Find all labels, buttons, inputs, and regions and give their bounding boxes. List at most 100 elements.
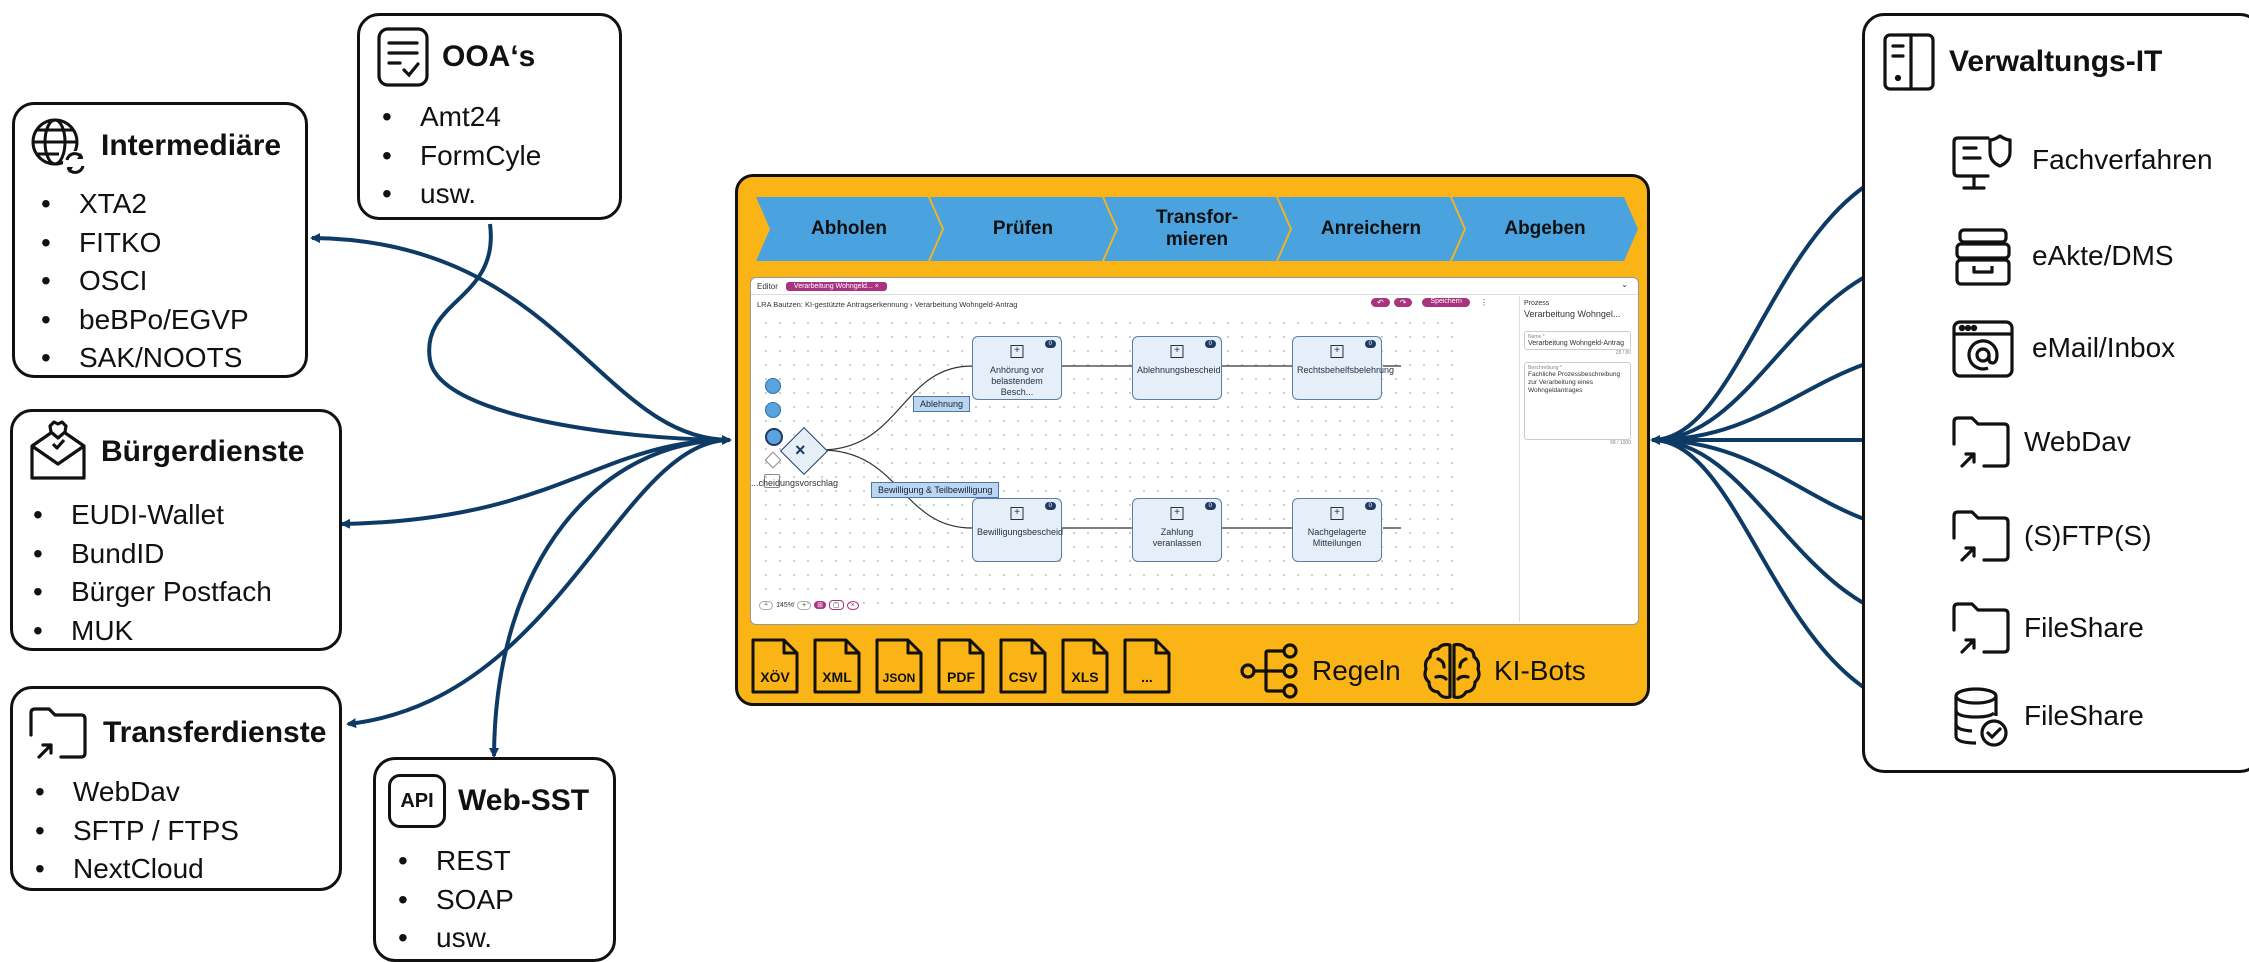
gateway-label: ...cheidungsvorschlag <box>751 478 839 488</box>
palette-end-icon[interactable] <box>765 428 783 446</box>
list-item: OSCI <box>41 262 249 301</box>
arrow-buergerdienste <box>340 438 731 529</box>
chevron-down-icon[interactable]: ⌄ <box>1621 280 1628 289</box>
node-label: Bewilligungsbescheid <box>977 527 1064 537</box>
buergerdienste-box: Bürgerdienste EUDI-Wallet BundID Bürger … <box>10 409 342 651</box>
name-field[interactable]: Name * Verarbeitung Wohngeld-Antrag <box>1524 331 1631 350</box>
brain-icon <box>1423 642 1481 700</box>
node-badge: 0 <box>1204 340 1216 348</box>
palette-gateway-icon[interactable] <box>764 451 782 469</box>
process-node[interactable]: + 0 Ablehnungsbescheid <box>1132 336 1222 400</box>
verwaltung-label-eakte: eAkte/DMS <box>2032 240 2174 271</box>
process-node[interactable]: + 0 Bewilligungsbescheid <box>972 498 1064 562</box>
name-field-label: Name * <box>1528 334 1545 340</box>
subprocess-icon: + <box>1170 345 1184 358</box>
verwaltung-box: Verwaltungs-IT <box>1862 13 2249 773</box>
node-badge: 0 <box>1364 340 1376 348</box>
description-field-label: Beschreibung * <box>1528 365 1562 371</box>
process-node[interactable]: + 0 Nachgelagerte Mitteilungen <box>1292 498 1382 562</box>
pipeline-step-transformieren: Transfor- mieren <box>1104 197 1290 261</box>
flow-rules-icon <box>1240 643 1298 699</box>
palette-intermediate-icon[interactable] <box>765 402 781 418</box>
process-node[interactable]: + 0 Rechtsbehelfsbelehrung <box>1292 336 1394 400</box>
archive-box-icon <box>1955 228 2011 286</box>
editor-tabbar: Editor Verarbeitung Wohngeld... × ⌄ <box>751 278 1638 295</box>
pipeline-step-label: Abholen <box>811 218 887 239</box>
verwaltung-title: Verwaltungs-IT <box>1949 45 2163 78</box>
websst-list: REST SOAP usw. <box>398 842 514 958</box>
zoom-in-button[interactable]: + <box>797 600 812 610</box>
ooa-title: OOA‘s <box>442 40 536 73</box>
api-icon: API <box>388 774 446 828</box>
description-field[interactable]: Beschreibung * Fachliche Prozessbeschrei… <box>1524 362 1631 440</box>
file-more-icon: ... <box>1122 637 1172 695</box>
websst-box: API Web-SST REST SOAP usw. <box>373 757 616 962</box>
file-format-label: PDF <box>947 669 975 685</box>
intermediaere-list: XTA2 FITKO OSCI beBPo/EGVP SAK/NOOTS <box>41 185 249 378</box>
intermediaere-title: Intermediäre <box>101 129 282 162</box>
zoom-out-button[interactable]: − <box>759 600 774 610</box>
file-format-label: XÖV <box>760 669 790 685</box>
list-item: NextCloud <box>35 850 239 889</box>
verwaltung-label-fileshare-1: FileShare <box>2024 612 2144 643</box>
edge-label-ablehnung[interactable]: Ablehnung <box>913 396 971 412</box>
browser-at-icon <box>1952 320 2014 378</box>
list-item: FITKO <box>41 224 249 263</box>
file-json-icon: JSON <box>874 637 924 695</box>
file-xml-icon: XML <box>812 637 862 695</box>
file-format-label: JSON <box>882 671 916 685</box>
file-shape <box>937 638 985 694</box>
verwaltung-label-sftp: (S)FTP(S) <box>2024 520 2152 551</box>
process-node[interactable]: + 0 Zahlung veranlassen <box>1132 498 1222 562</box>
verwaltung-label-fachverfahren: Fachverfahren <box>2032 144 2213 175</box>
verwaltung-item-eakte: eAkte/DMS <box>1952 226 2174 293</box>
save-button[interactable]: Speichern <box>1422 298 1470 307</box>
rules-label: Regeln <box>1312 655 1401 686</box>
transferdienste-box: Transferdienste WebDav SFTP / FTPS NextC… <box>10 686 342 891</box>
list-item: BundID <box>33 535 272 574</box>
redo-button[interactable]: ↷ <box>1393 298 1413 307</box>
panel-header: Prozess <box>1524 300 1550 307</box>
more-icon[interactable]: ⋮ <box>1479 298 1488 307</box>
list-item: SOAP <box>398 881 514 920</box>
undo-button[interactable]: ↶ <box>1371 298 1390 307</box>
file-format-label: XML <box>822 669 852 685</box>
verwaltung-item-fachverfahren: Fachverfahren <box>1950 132 2213 199</box>
list-item: REST <box>398 842 514 881</box>
palette-subprocess-icon[interactable] <box>764 474 780 488</box>
node-palette <box>761 378 785 498</box>
folder-arrow-icon <box>1952 510 2010 562</box>
node-badge: 0 <box>1204 502 1216 510</box>
verwaltung-item-fileshare-2: FileShare <box>1950 686 2144 753</box>
buergerdienste-title: Bürgerdienste <box>101 435 305 468</box>
breadcrumb: LRA Bautzen: KI-gestützte Antragserkennu… <box>757 300 1018 309</box>
intermediaere-box: Intermediäre XTA2 FITKO OSCI beBPo/EGVP … <box>12 102 308 378</box>
fit-view-button[interactable]: ⊞ <box>814 601 826 609</box>
envelope-badge-icon <box>30 420 86 480</box>
list-item: beBPo/EGVP <box>41 301 249 340</box>
file-format-label: XLS <box>1071 669 1099 685</box>
pipeline-step-anreichern: Anreichern <box>1278 197 1464 261</box>
subprocess-icon: + <box>1170 507 1184 520</box>
verwaltung-label-fileshare-2: FileShare <box>2024 700 2144 731</box>
tab-verarbeitung[interactable]: Verarbeitung Wohngeld... × <box>785 281 887 291</box>
edge-label-bewilligung[interactable]: Bewilligung & Teilbewilligung <box>871 482 1000 498</box>
delete-icon[interactable]: × <box>846 600 859 610</box>
form-check-icon <box>377 27 429 87</box>
chevron-shape <box>1278 197 1464 261</box>
rules-item: Regeln <box>1238 639 1401 703</box>
tab-editor[interactable]: Editor <box>757 281 778 291</box>
list-item: SAK/NOOTS <box>41 339 249 378</box>
list-item: Amt24 <box>382 98 541 137</box>
node-label: Zahlung veranlassen <box>1152 527 1202 548</box>
description-field-value: Fachliche Prozessbeschreibung zur Verarb… <box>1528 371 1621 394</box>
file-xoev-icon: XÖV <box>750 637 800 695</box>
lock-icon[interactable]: ▢ <box>828 600 844 610</box>
process-node[interactable]: + 0 Anhörung vor belastendem Besch... <box>972 336 1062 400</box>
palette-start-icon[interactable] <box>765 378 781 394</box>
chevron-shape <box>756 197 942 261</box>
monitor-shield-icon <box>1952 134 2012 190</box>
node-badge: 0 <box>1044 502 1056 510</box>
folder-arrow-icon <box>1952 602 2010 654</box>
arrow-transferdienste <box>346 438 731 729</box>
